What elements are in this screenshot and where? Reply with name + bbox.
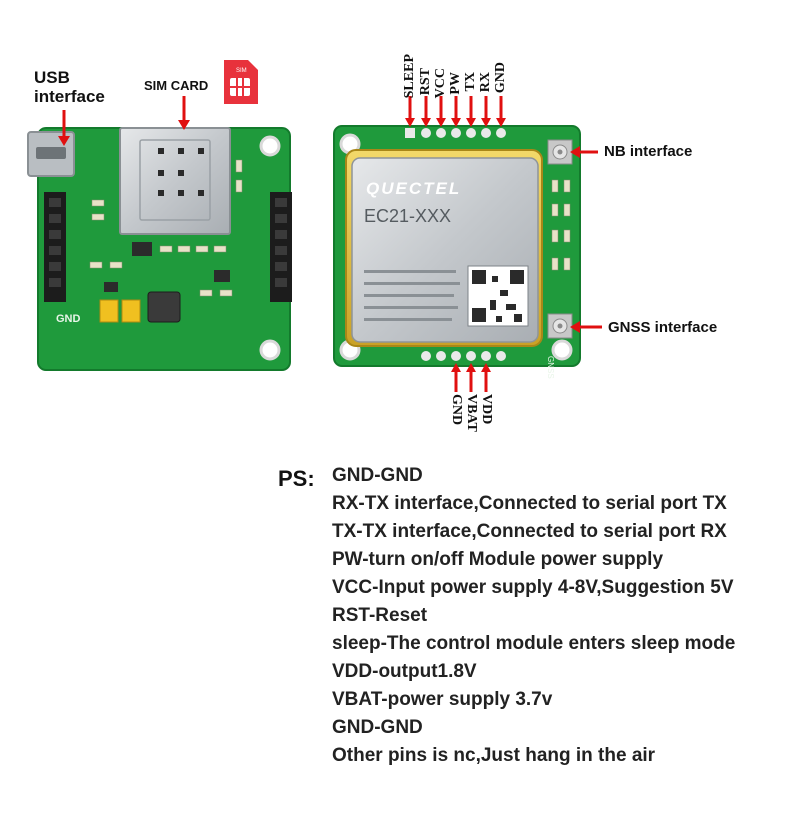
qr-code [467, 265, 529, 327]
board-diagram: GND [27, 54, 718, 432]
sim-card-icon: SIM [224, 60, 258, 104]
tantalum-capacitor [121, 299, 141, 323]
usb-label-line2: interface [34, 87, 105, 106]
nb-antenna-connector [547, 139, 573, 165]
tantalum-capacitor [99, 299, 119, 323]
usb-interface-label: USB interface [34, 68, 105, 106]
pin-label-vcc: VCC [433, 68, 448, 99]
gnss-antenna-connector [547, 313, 573, 339]
gnss-silk-label: GNSS [546, 356, 555, 379]
ps-note: VDD-output1.8V [332, 661, 477, 682]
pin-label-vbat: VBAT [464, 394, 479, 432]
pin-label-sleep: SLEEP [402, 54, 417, 99]
gnss-interface-label: GNSS interface [608, 319, 718, 336]
mount-hole [259, 135, 281, 157]
ps-note: Other pins is nc,Just hang in the air [332, 745, 656, 766]
ps-note: VCC-Input power supply 4-8V,Suggestion 5… [332, 577, 734, 598]
pin-label-rst: RST [418, 68, 433, 96]
ic-chip [132, 242, 152, 256]
top-pin-pads [405, 128, 506, 138]
pin-label-rx: RX [478, 72, 493, 93]
sim-icon-text: SIM [236, 68, 247, 74]
pin-label-gnd-top: GND [493, 62, 508, 94]
ps-label: PS: [278, 466, 315, 491]
nb-interface-label: NB interface [604, 143, 693, 160]
ps-note: VBAT-power supply 3.7v [332, 689, 553, 710]
usb-label-line1: USB [34, 68, 70, 87]
module-model: EC21-XXX [364, 206, 451, 226]
sim-card-label: SIM CARD [144, 78, 209, 93]
sim-card-holder [119, 127, 231, 235]
ps-note: TX-TX interface,Connected to serial port… [332, 521, 727, 542]
ps-note: PW-turn on/off Module power supply [332, 549, 664, 570]
left-board: GND [27, 127, 292, 371]
pin-label-gnd-bottom: GND [449, 394, 464, 426]
pin-label-pw: PW [448, 72, 463, 95]
board-illustration: GND [27, 60, 602, 392]
pin-label-tx: TX [463, 72, 478, 92]
right-board: QUECTEL EC21-XXX [333, 125, 581, 379]
ps-note: RX-TX interface,Connected to serial port… [332, 493, 727, 514]
ps-notes-list: GND-GND RX-TX interface,Connected to ser… [332, 462, 735, 770]
mount-hole [259, 339, 281, 361]
ps-note: RST-Reset [332, 605, 428, 626]
mount-hole [551, 339, 573, 361]
pin-label-vdd: VDD [479, 394, 494, 425]
inductor [147, 291, 181, 323]
ps-note: GND-GND [332, 465, 423, 486]
bottom-pin-pads [421, 351, 506, 361]
ps-note: GND-GND [332, 717, 423, 738]
ps-note: sleep-The control module enters sleep mo… [332, 633, 736, 654]
gnd-silk-label: GND [56, 313, 81, 325]
callout-arrows [58, 96, 602, 392]
module-brand: QUECTEL [366, 179, 461, 198]
